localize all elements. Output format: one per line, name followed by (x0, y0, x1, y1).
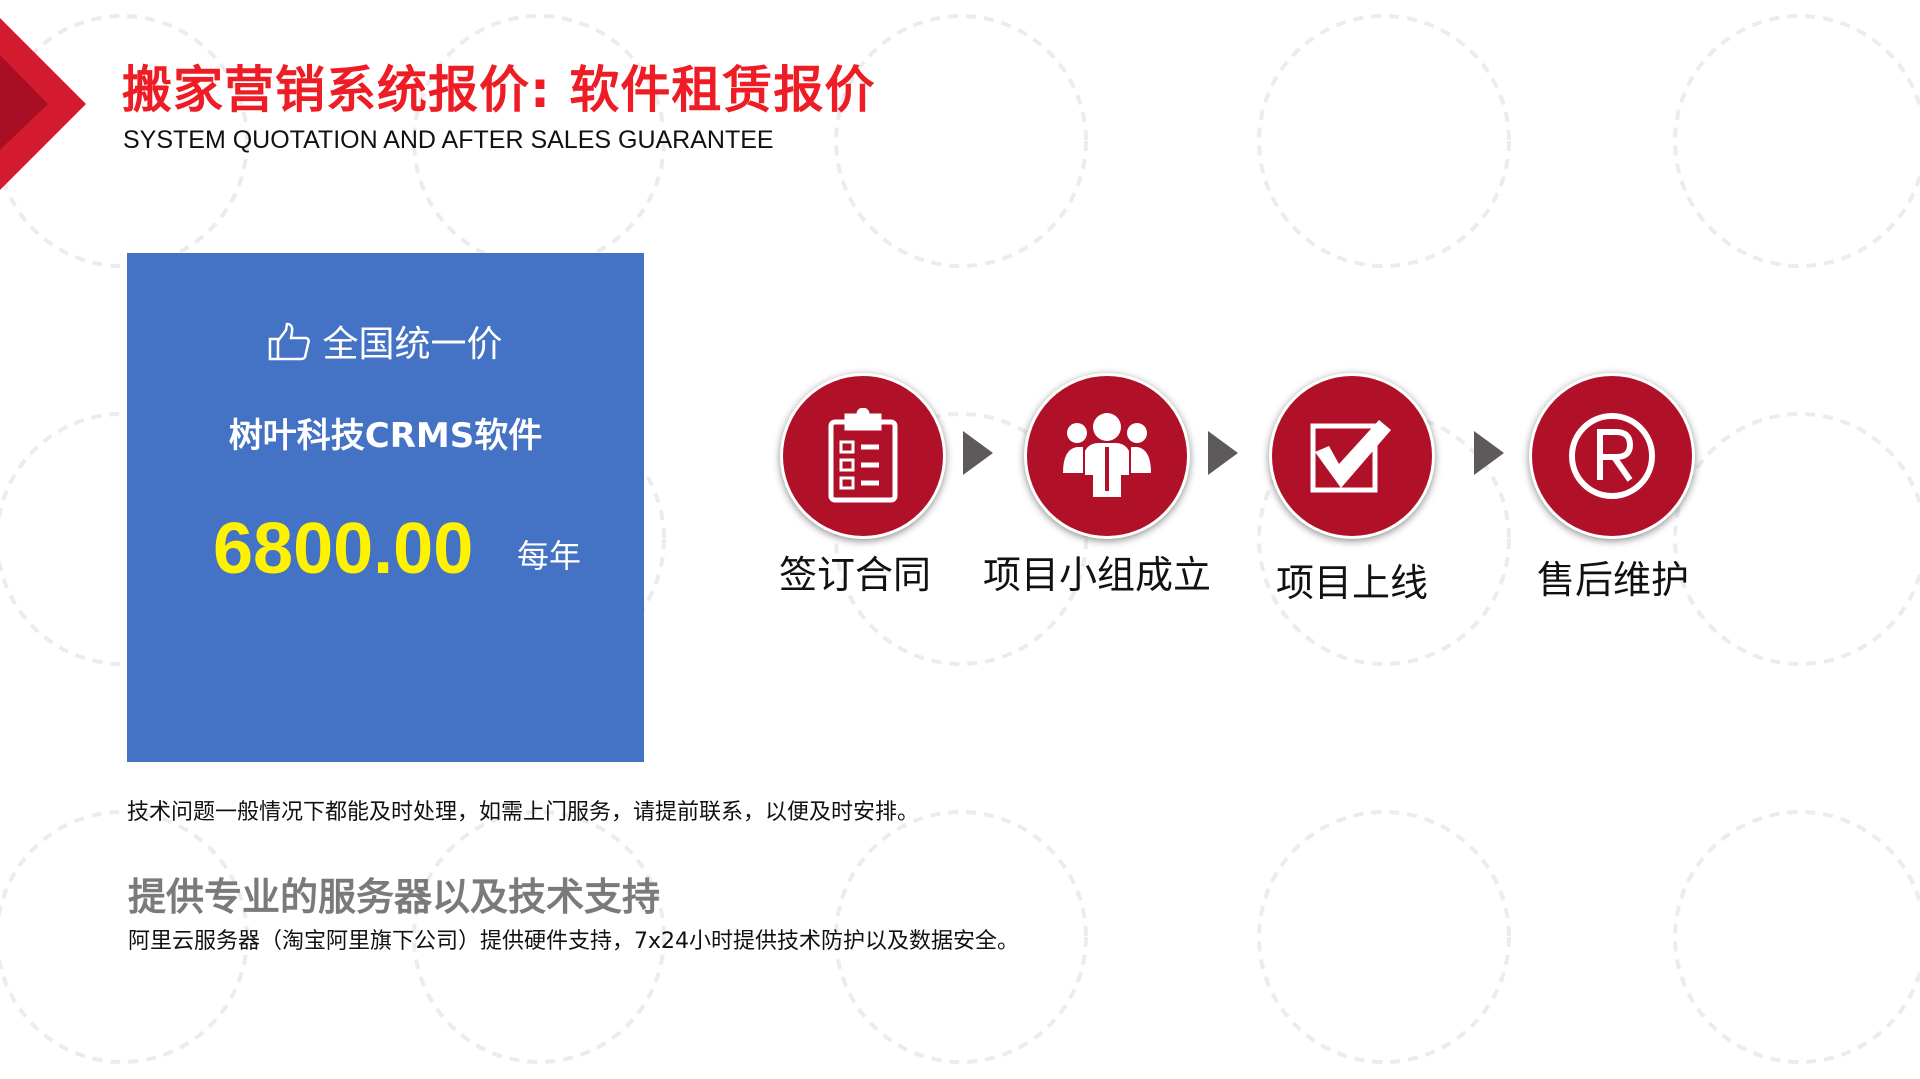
step-sign-contract (780, 373, 946, 539)
price-card: 全国统一价 树叶科技CRMS软件 6800.00 每年 (127, 253, 644, 762)
step-label: 签订合同 (778, 553, 932, 597)
support-note: 技术问题一般情况下都能及时处理，如需上门服务，请提前联系，以便及时安排。 (127, 800, 920, 825)
server-heading: 提供专业的服务器以及技术支持 (128, 875, 661, 919)
price-period: 每年 (517, 537, 582, 575)
step-label: 项目上线 (1275, 561, 1429, 605)
page-subtitle: SYSTEM QUOTATION AND AFTER SALES GUARANT… (123, 126, 774, 154)
thumbs-up-icon (269, 322, 311, 361)
unified-price-label: 全国统一价 (322, 324, 503, 365)
registered-icon (1569, 413, 1655, 499)
arrow-icon (963, 431, 993, 475)
red-chevron-decoration (0, 18, 86, 190)
step-label: 项目小组成立 (982, 553, 1212, 597)
server-note: 阿里云服务器（淘宝阿里旗下公司）提供硬件支持，7x24小时提供技术防护以及数据安… (128, 929, 1020, 954)
arrow-icon (1208, 431, 1238, 475)
step-project-launch (1269, 373, 1435, 539)
checkbox-check-icon (1310, 420, 1391, 493)
unified-price-row: 全国统一价 (127, 315, 644, 367)
arrow-icon (1474, 431, 1504, 475)
team-icon (1063, 413, 1151, 497)
page-title: 搬家营销系统报价: 软件租赁报价 (122, 61, 876, 119)
step-label: 售后维护 (1536, 558, 1690, 602)
step-team-formed (1024, 373, 1190, 539)
clipboard-checklist-icon (828, 408, 898, 503)
price-value: 6800.00 (213, 509, 474, 589)
step-after-sales (1529, 373, 1695, 539)
product-name: 树叶科技CRMS软件 (228, 416, 543, 456)
